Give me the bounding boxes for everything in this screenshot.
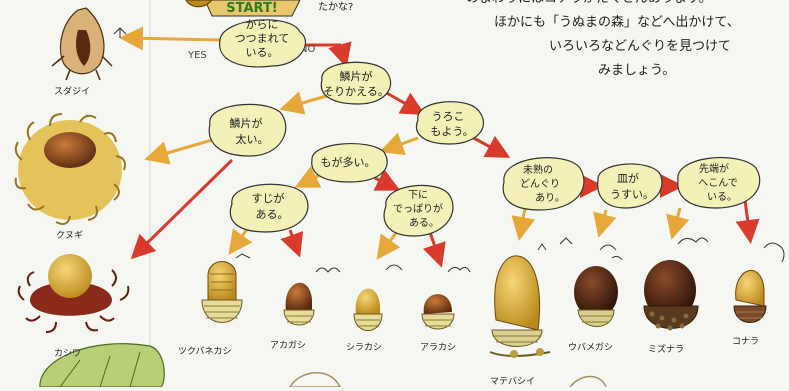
tip-dented-line2: へこんで: [698, 177, 738, 189]
intro-line4: みましょう。: [598, 63, 676, 78]
no-label: NO: [300, 44, 315, 55]
no-arrow: [422, 231, 446, 268]
yes-arrow: [593, 209, 617, 238]
species-label-mizunara: ミズナラ: [648, 345, 685, 355]
bubble-immature: 未熟の どんぐり あり。: [502, 157, 585, 211]
species-label-kashiwa: カシワ: [54, 349, 82, 359]
top-acorn-illustration: [185, 0, 213, 8]
no-arrow: [298, 41, 352, 68]
cupule-line1: からに: [246, 18, 279, 31]
bubble-cupule: からに つつまれて いる。: [219, 18, 306, 68]
yes-arrow: [376, 229, 401, 260]
species-label-ubamegashi: ウバメガシ: [568, 343, 614, 353]
scale-pattern-line1: うろこ: [432, 110, 465, 123]
yes-arrow: [511, 207, 536, 241]
bubble-bumpy-below: 下に でっぱりが ある。: [383, 184, 454, 237]
yes-arrow: [666, 207, 690, 240]
kunugi-illustration: [14, 113, 126, 225]
start-label: START!: [226, 1, 278, 16]
stripes-line1: すじが: [252, 191, 285, 205]
no-arrow: [130, 158, 234, 260]
cupule-line3: いる。: [246, 46, 279, 59]
stripes-line2: ある。: [256, 208, 289, 221]
bubble-has-stripes: すじが ある。: [229, 183, 309, 233]
scales-curl-line2: そりかえる。: [323, 85, 389, 98]
bubble-many-hairs: もが多い。: [311, 142, 388, 183]
bumpy-line1: 下に: [408, 189, 428, 201]
bubble-tip-dented: 先端が へこんで いる。: [677, 156, 761, 209]
bottom-partial-shapes: [288, 372, 607, 388]
tsukubanekashi-illustration: [201, 253, 251, 323]
sudajii-illustration: [51, 7, 127, 81]
yes-arrow: [144, 138, 213, 165]
intro-line3: いろいろなどんぐりを見つけて: [549, 39, 732, 54]
kashiwa-illustration: [17, 254, 130, 333]
immature-line2: どんぐり: [520, 178, 560, 190]
bubble-scales-curl: 鱗片が そりかえる。: [320, 61, 392, 105]
bubble-scales-thick: 鱗片が 太い。: [208, 103, 287, 157]
shallow-cup-line2: うすい。: [610, 188, 654, 201]
leaf-illustration: [39, 343, 165, 388]
start-badge: START!: [204, 0, 301, 17]
arakashi-illustration: [421, 266, 471, 330]
mizunara-illustration: [643, 237, 709, 331]
yes-label: YES: [187, 50, 207, 61]
scales-thick-line2: 太い。: [236, 133, 269, 146]
shirakashi-illustration: [353, 264, 403, 331]
bumpy-line2: でっぱりが: [393, 202, 443, 215]
top-caption: たかな?: [318, 2, 354, 13]
bumpy-line3: ある。: [409, 217, 439, 229]
yes-arrow: [228, 227, 253, 255]
scales-thick-line1: 鱗片が: [230, 116, 263, 130]
no-arrow: [735, 199, 760, 244]
no-arrow: [280, 229, 304, 258]
no-arrow: [384, 90, 426, 115]
konara-illustration: [733, 242, 785, 323]
species-label-arakashi: アラカシ: [420, 343, 457, 353]
matebashii-illustration: [489, 237, 573, 358]
species-label-tsukubanekashi: ツクバネカシ: [178, 347, 232, 357]
immature-line1: 未熟の: [523, 163, 553, 176]
no-arrow: [469, 134, 511, 158]
yes-arrow: [379, 132, 419, 156]
species-label-kunugi: クヌギ: [56, 231, 84, 241]
yes-arrow: [279, 91, 331, 115]
ubamegashi-illustration: [574, 244, 623, 327]
species-label-shirakashi: シラカシ: [346, 343, 383, 353]
shallow-cup-line1: 皿が: [617, 171, 639, 185]
yes-arrow: [119, 26, 221, 51]
tip-dented-line3: いる。: [707, 191, 737, 203]
scale-pattern-line2: もよう。: [430, 125, 473, 138]
cupule-line2: つつまれて: [235, 32, 290, 45]
intro-line2: ほかにも「うぬまの森」などへ出かけて、: [494, 15, 740, 30]
flow-arrows: [119, 26, 760, 268]
species-label-sudajii: スダジイ: [54, 87, 91, 97]
species-label-matebashii: マテバシイ: [490, 377, 536, 387]
species-label-konara: コナラ: [732, 337, 760, 347]
many-hairs-text: もが多い。: [321, 155, 376, 169]
scales-curl-line1: 鱗片が: [340, 69, 373, 83]
no-arrow: [373, 169, 401, 191]
immature-line3: あり。: [535, 192, 565, 204]
yes-arrow: [294, 166, 322, 188]
tip-dented-line1: 先端が: [699, 162, 729, 175]
bubble-shallow-cup: 皿が うすい。: [597, 163, 663, 209]
intro-line1: のまわりにはコナラがたくさんあります。: [466, 0, 712, 11]
bubble-scale-pattern: うろこ もよう。: [415, 101, 484, 145]
species-label-akagashi: アカガシ: [270, 341, 307, 351]
akagashi-illustration: [283, 267, 341, 326]
